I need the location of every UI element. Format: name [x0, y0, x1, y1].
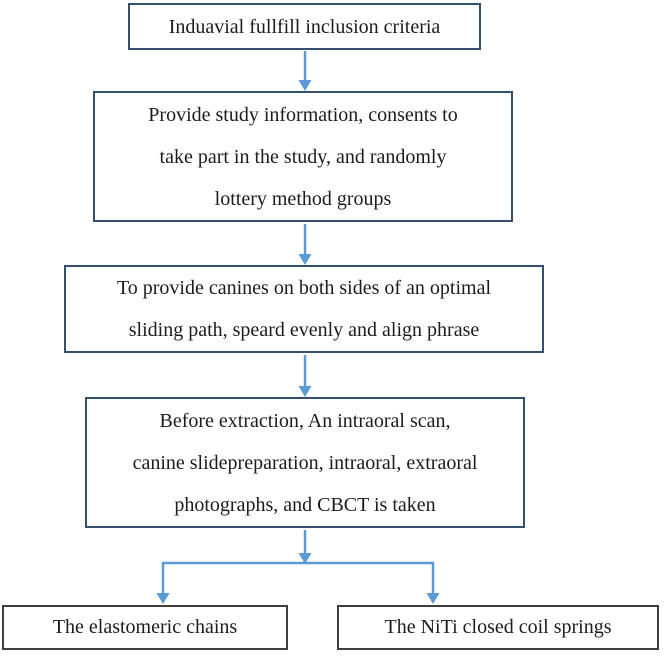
- node-study-information: Provide study information, consents to t…: [93, 91, 513, 222]
- node-text-line: lottery method groups: [214, 187, 392, 210]
- node-inclusion-criteria: Induavial fullfill inclusion criteria: [128, 3, 481, 50]
- arrow-records-to-branch: [298, 530, 312, 564]
- node-text-line: To provide canines on both sides of an o…: [116, 277, 492, 299]
- node-text-line: Before extraction, An intraoral scan,: [159, 409, 451, 432]
- node-before-extraction-records: Before extraction, An intraoral scan, ca…: [85, 397, 525, 528]
- arrow-inclusion-to-consent: [298, 51, 312, 91]
- node-text-line: The NiTi closed coil springs: [384, 616, 612, 638]
- arrow-consent-to-canines: [298, 224, 312, 265]
- node-text-line: Induavial fullfill inclusion criteria: [168, 15, 441, 38]
- branch-connector: [156, 561, 440, 604]
- node-text-line: sliding path, speard evenly and align ph…: [128, 319, 480, 341]
- node-text-line: The elastomeric chains: [52, 616, 238, 638]
- node-text-line: take part in the study, and randomly: [159, 145, 447, 168]
- node-canines-sliding-path: To provide canines on both sides of an o…: [64, 265, 544, 353]
- node-elastomeric-chains: The elastomeric chains: [2, 605, 288, 650]
- node-text-line: photographs, and CBCT is taken: [174, 493, 436, 516]
- node-text-line: canine slidepreparation, intraoral, extr…: [132, 451, 478, 474]
- arrow-canines-to-records: [298, 355, 312, 397]
- node-text-line: Provide study information, consents to: [148, 103, 458, 126]
- node-niti-closed-coil-springs: The NiTi closed coil springs: [337, 605, 659, 650]
